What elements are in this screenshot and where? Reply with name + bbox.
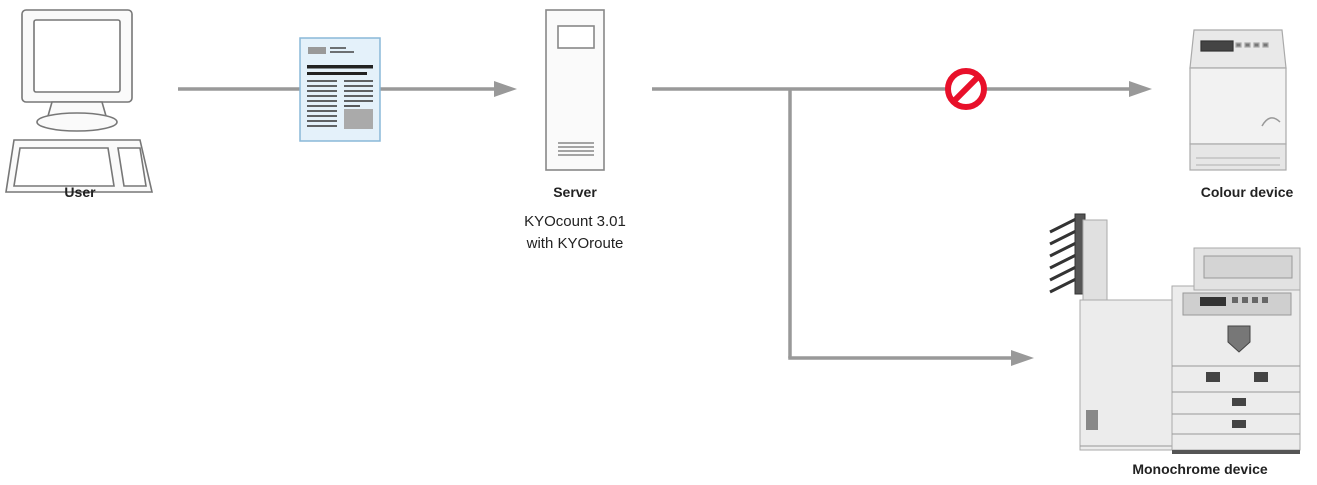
monochrome-device-label: Monochrome device [1132,461,1268,477]
print-document-icon [299,37,381,142]
colour-printer-icon [1189,29,1287,171]
arrowhead-to-server [494,81,517,97]
user-label: User [64,184,96,200]
server-label: Server [553,184,597,200]
server-software-line-2: with KYOroute [526,235,624,252]
monochrome-mfp-icon [1049,213,1301,454]
colour-device-label: Colour device [1200,184,1294,200]
prohibited-icon [945,68,987,110]
computer-icon [5,9,154,193]
arrowhead-to-monochrome-device [1011,350,1034,366]
server-software-line-1: KYOcount 3.01 [524,213,626,230]
connector-server-to-devices [652,87,1135,360]
server-icon [545,9,605,171]
arrowhead-to-colour-device [1129,81,1152,97]
